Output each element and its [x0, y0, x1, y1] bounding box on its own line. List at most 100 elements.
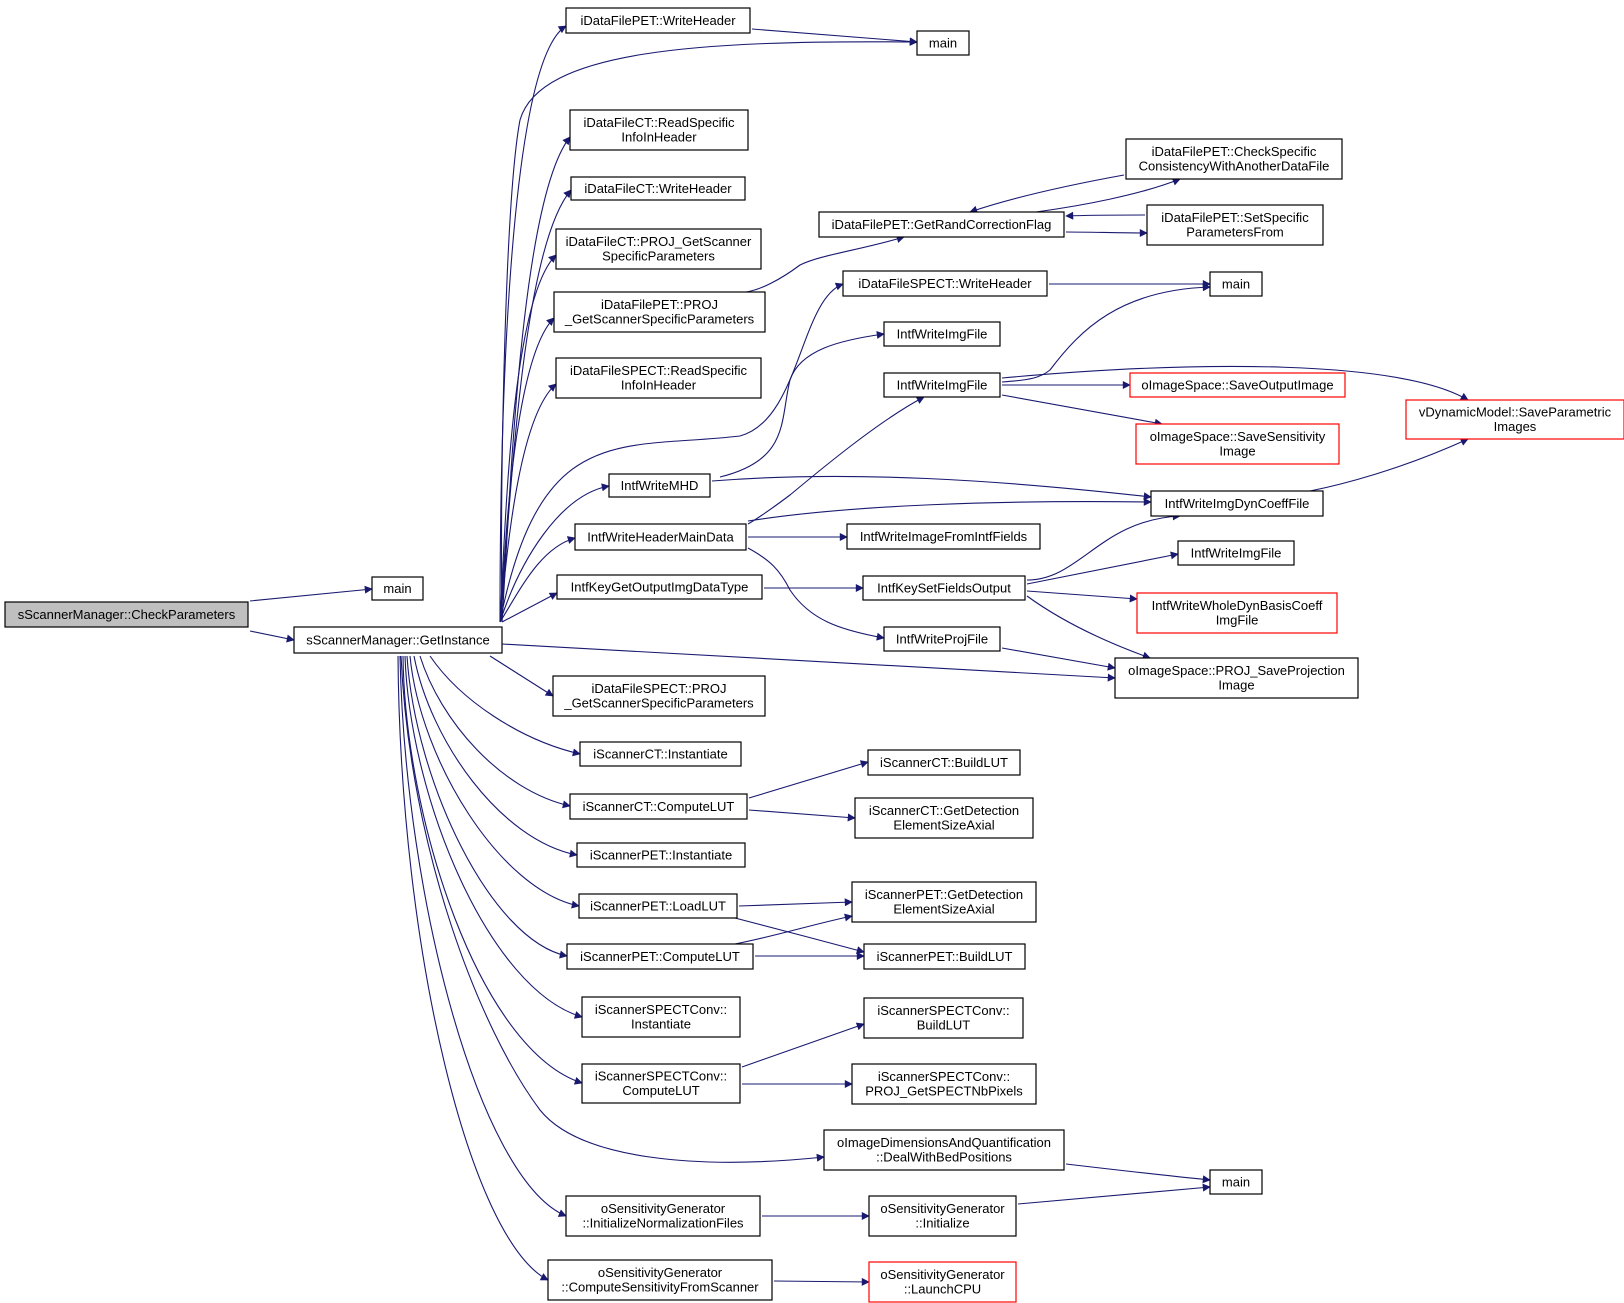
node-box[interactable] — [555, 357, 762, 399]
node-box[interactable] — [4, 601, 249, 628]
node-dfpet-proj[interactable]: iDataFilePET::PROJ_GetScannerSpecificPar… — [553, 291, 766, 333]
node-main-d[interactable]: main — [1209, 1169, 1263, 1195]
node-root[interactable]: sScannerManager::CheckParameters — [4, 601, 249, 628]
node-wif2[interactable]: IntfWriteImgFile — [883, 372, 1001, 398]
node-main-a[interactable]: main — [371, 576, 424, 601]
node-spet-clut[interactable]: iScannerPET::ComputeLUT — [566, 943, 754, 970]
node-box[interactable] — [1135, 423, 1340, 465]
node-sspect-inst[interactable]: iScannerSPECTConv::Instantiate — [581, 996, 741, 1038]
node-box[interactable] — [842, 270, 1048, 297]
node-box[interactable] — [581, 996, 741, 1038]
node-box[interactable] — [883, 626, 1001, 652]
node-widcf[interactable]: IntfWriteImgDynCoeffFile — [1150, 490, 1324, 517]
node-box[interactable] — [868, 1195, 1017, 1237]
node-ksfo[interactable]: IntfKeySetFieldsOutput — [862, 575, 1026, 601]
node-main-c[interactable]: main — [1209, 271, 1263, 297]
node-box[interactable] — [1129, 372, 1346, 398]
node-box[interactable] — [1136, 592, 1338, 634]
node-box[interactable] — [565, 7, 751, 34]
node-sspect-blut[interactable]: iScannerSPECTConv::BuildLUT — [863, 997, 1024, 1039]
node-box[interactable] — [556, 574, 763, 600]
node-osg-inf[interactable]: oSensitivityGenerator::InitializeNormali… — [565, 1195, 761, 1237]
node-box[interactable] — [823, 1129, 1065, 1171]
node-wif3[interactable]: IntfWriteImgFile — [1177, 540, 1295, 566]
node-wif1[interactable]: IntfWriteImgFile — [883, 321, 1001, 347]
node-box[interactable] — [1125, 138, 1343, 180]
node-sspect-clut[interactable]: iScannerSPECTConv::ComputeLUT — [581, 1063, 741, 1104]
node-spet-load[interactable]: iScannerPET::LoadLUT — [578, 893, 738, 919]
node-box[interactable] — [555, 228, 762, 270]
node-kgoidt[interactable]: IntfKeyGetOutputImgDataType — [556, 574, 763, 600]
node-box[interactable] — [293, 626, 503, 654]
node-wiff[interactable]: IntfWriteImageFromIntfFields — [846, 523, 1041, 550]
node-spet-blut[interactable]: iScannerPET::BuildLUT — [863, 943, 1026, 970]
node-box[interactable] — [579, 741, 742, 767]
node-box[interactable] — [608, 473, 711, 498]
node-box[interactable] — [868, 1261, 1017, 1303]
node-box[interactable] — [553, 291, 766, 333]
node-box[interactable] — [576, 842, 746, 868]
node-box[interactable] — [883, 372, 1001, 398]
node-box[interactable] — [883, 321, 1001, 347]
node-dfspect-proj[interactable]: iDataFileSPECT::PROJ_GetScannerSpecificP… — [552, 675, 766, 717]
node-box[interactable] — [565, 1195, 761, 1237]
node-box[interactable] — [818, 211, 1065, 238]
node-osg-init[interactable]: oSensitivityGenerator::Initialize — [868, 1195, 1017, 1237]
node-sct-blut[interactable]: iScannerCT::BuildLUT — [867, 749, 1021, 776]
node-box[interactable] — [581, 1063, 741, 1104]
node-box[interactable] — [867, 749, 1021, 776]
node-box[interactable] — [569, 793, 748, 820]
node-box[interactable] — [578, 893, 738, 919]
node-box[interactable] — [570, 176, 746, 201]
node-box[interactable] — [574, 523, 747, 551]
node-dfspect-wh[interactable]: iDataFileSPECT::WriteHeader — [842, 270, 1048, 297]
node-wpf[interactable]: IntfWriteProjFile — [883, 626, 1001, 652]
node-dfct-wh[interactable]: iDataFileCT::WriteHeader — [570, 176, 746, 201]
node-box[interactable] — [854, 797, 1034, 839]
node-spet-inst[interactable]: iScannerPET::Instantiate — [576, 842, 746, 868]
node-box[interactable] — [862, 575, 1026, 601]
node-box[interactable] — [1405, 399, 1624, 440]
node-box[interactable] — [1177, 540, 1295, 566]
node-oidq[interactable]: oImageDimensionsAndQuantification::DealW… — [823, 1129, 1065, 1171]
node-osg-lcpu[interactable]: oSensitivityGenerator::LaunchCPU — [868, 1261, 1017, 1303]
node-box[interactable] — [371, 576, 424, 601]
node-box[interactable] — [1114, 657, 1359, 699]
node-box[interactable] — [851, 1063, 1037, 1105]
node-getinst[interactable]: sScannerManager::GetInstance — [293, 626, 503, 654]
node-box[interactable] — [566, 943, 754, 970]
node-box[interactable] — [863, 997, 1024, 1039]
node-osg-csfs[interactable]: oSensitivityGenerator::ComputeSensitivit… — [547, 1259, 773, 1301]
node-whmd[interactable]: IntfWriteHeaderMainData — [574, 523, 747, 551]
node-box[interactable] — [1209, 271, 1263, 297]
node-dfct-proj[interactable]: iDataFileCT::PROJ_GetScannerSpecificPara… — [555, 228, 762, 270]
node-sct-clut[interactable]: iScannerCT::ComputeLUT — [569, 793, 748, 820]
node-spet-gdes[interactable]: iScannerPET::GetDetectionElementSizeAxia… — [851, 881, 1037, 923]
node-box[interactable] — [846, 523, 1041, 550]
node-main-b[interactable]: main — [916, 30, 970, 56]
node-ois-soi[interactable]: oImageSpace::SaveOutputImage — [1129, 372, 1346, 398]
node-dfpet-csc[interactable]: iDataFilePET::CheckSpecificConsistencyWi… — [1125, 138, 1343, 180]
node-dfpet-wh[interactable]: iDataFilePET::WriteHeader — [565, 7, 751, 34]
node-box[interactable] — [863, 943, 1026, 970]
node-sct-inst[interactable]: iScannerCT::Instantiate — [579, 741, 742, 767]
node-wmhd[interactable]: IntfWriteMHD — [608, 473, 711, 498]
node-sspect-nbpix[interactable]: iScannerSPECTConv::PROJ_GetSPECTNbPixels — [851, 1063, 1037, 1105]
node-box[interactable] — [547, 1259, 773, 1301]
node-box[interactable] — [569, 109, 749, 151]
node-box[interactable] — [1146, 204, 1324, 246]
node-box[interactable] — [916, 30, 970, 56]
node-dfpet-grcf[interactable]: iDataFilePET::GetRandCorrectionFlag — [818, 211, 1065, 238]
node-box[interactable] — [552, 675, 766, 717]
node-box[interactable] — [851, 881, 1037, 923]
node-box[interactable] — [1209, 1169, 1263, 1195]
node-box[interactable] — [1150, 490, 1324, 517]
